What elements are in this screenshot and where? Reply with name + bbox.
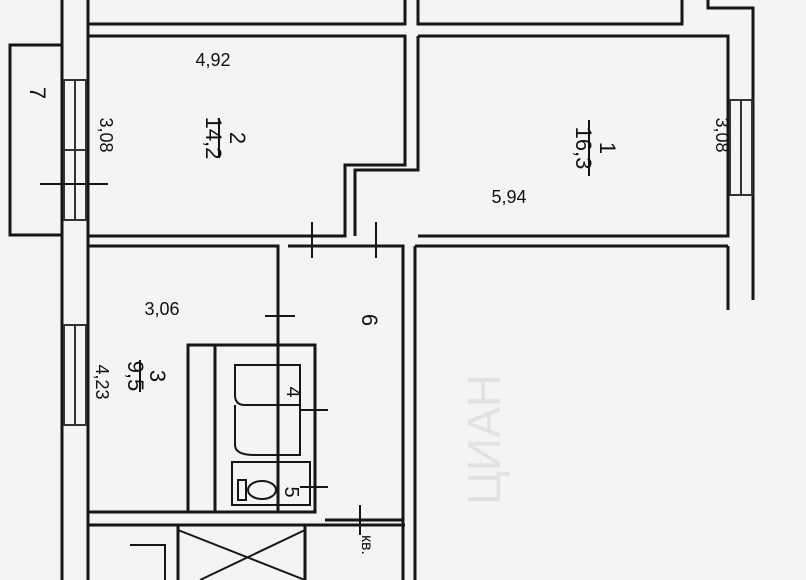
- room-3-area: 9,5: [123, 361, 148, 392]
- room-6-walls: [288, 244, 405, 522]
- room-2-dim-width: 4,92: [195, 50, 230, 70]
- stair-cross: [177, 529, 306, 580]
- room-1-area: 16,3: [571, 127, 596, 170]
- windows: [63, 79, 753, 426]
- room-3-dim-width: 3,06: [144, 299, 179, 319]
- room-2-walls: [88, 34, 407, 238]
- room-7-number: 7: [25, 87, 50, 99]
- room-5-number: 5: [280, 486, 302, 497]
- room-1-walls: [353, 34, 730, 238]
- wall-top-right-room: [416, 0, 684, 26]
- room-1-number: 1: [595, 142, 620, 154]
- room-3-walls: [88, 244, 280, 514]
- fraction-bars: [139, 118, 590, 392]
- bathtub-icon: [234, 364, 301, 406]
- walls: [8, 0, 755, 580]
- toilet-icon: [247, 480, 277, 500]
- room-2-number: 2: [225, 132, 250, 144]
- room-3-number: 3: [145, 370, 170, 382]
- balcony-walls: [8, 43, 64, 237]
- room-3-dim-depth: 4,23: [92, 364, 112, 399]
- room-2-area: 14,2: [201, 117, 226, 160]
- door-ticks: [40, 183, 377, 535]
- apartment-partial-label: кв.: [358, 535, 375, 555]
- room-1-dim-depth: 3,08: [712, 117, 732, 152]
- room-1-dim-width: 5,94: [491, 187, 526, 207]
- room-4-number: 4: [282, 386, 304, 397]
- room-6-number: 6: [357, 314, 382, 326]
- room-5-walls: [231, 461, 311, 506]
- watermark: ЦИАН: [458, 374, 510, 505]
- room-2-dim-depth: 3,08: [96, 117, 116, 152]
